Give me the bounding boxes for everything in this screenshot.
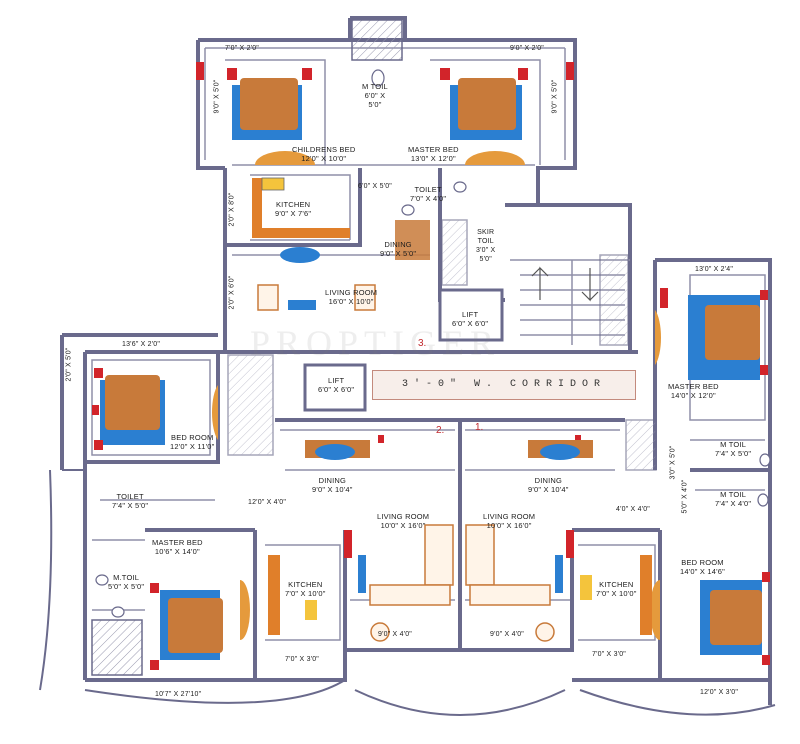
dim-label: 5'0" X 4'0" <box>681 479 689 514</box>
dim-label: 6'0" X 5'0" <box>358 183 392 190</box>
door-arcs <box>211 151 662 640</box>
dim-label: 9'0" X 5'0" <box>213 79 221 114</box>
dim-label: 13'6" X 2'0" <box>122 341 161 348</box>
dim-label: 7'0" X 3'0" <box>285 656 319 663</box>
flat-number-3: 3. <box>418 338 427 349</box>
lifts <box>303 288 504 412</box>
dim-label: 7'0" X 2'0" <box>225 45 259 52</box>
dim-label: 9'0" X 4'0" <box>378 631 412 638</box>
dim-label: 9'0" X 2'0" <box>510 45 544 52</box>
dim-label: 2'0" X 6'0" <box>228 275 236 310</box>
sofas <box>257 284 555 642</box>
flat-number-1: 1. <box>475 422 484 433</box>
dining-tables <box>305 220 593 460</box>
dim-label: 9'0" X 5'0" <box>551 79 559 114</box>
dim-label: 10'7" X 27'10" <box>155 691 202 698</box>
dim-label: 2'0" X 5'0" <box>65 347 73 382</box>
shafts <box>91 19 657 676</box>
dim-label: 9'0" X 4'0" <box>490 631 524 638</box>
dim-label: 3'0" X 5'0" <box>669 445 677 480</box>
balconies <box>39 469 776 716</box>
dim-label: 4'0" X 4'0" <box>616 506 650 513</box>
kitchen-counters <box>252 177 652 635</box>
fixtures <box>95 69 771 618</box>
corridor-label: 3'-0" W. CORRIDOR <box>372 370 636 400</box>
dim-label: 12'0" X 4'0" <box>248 499 287 506</box>
dim-label: 12'0" X 3'0" <box>700 689 739 696</box>
stair-arrows <box>531 266 599 302</box>
flat-number-2: 2. <box>436 425 445 436</box>
dim-label: 2'0" X 8'0" <box>228 192 236 227</box>
beds <box>94 68 770 670</box>
dim-label: 7'0" X 3'0" <box>592 651 626 658</box>
tvs <box>280 247 563 593</box>
column-accents <box>92 62 668 558</box>
watermark: PROPTIGER <box>250 323 501 363</box>
dim-label: 13'0" X 2'4" <box>695 266 734 273</box>
